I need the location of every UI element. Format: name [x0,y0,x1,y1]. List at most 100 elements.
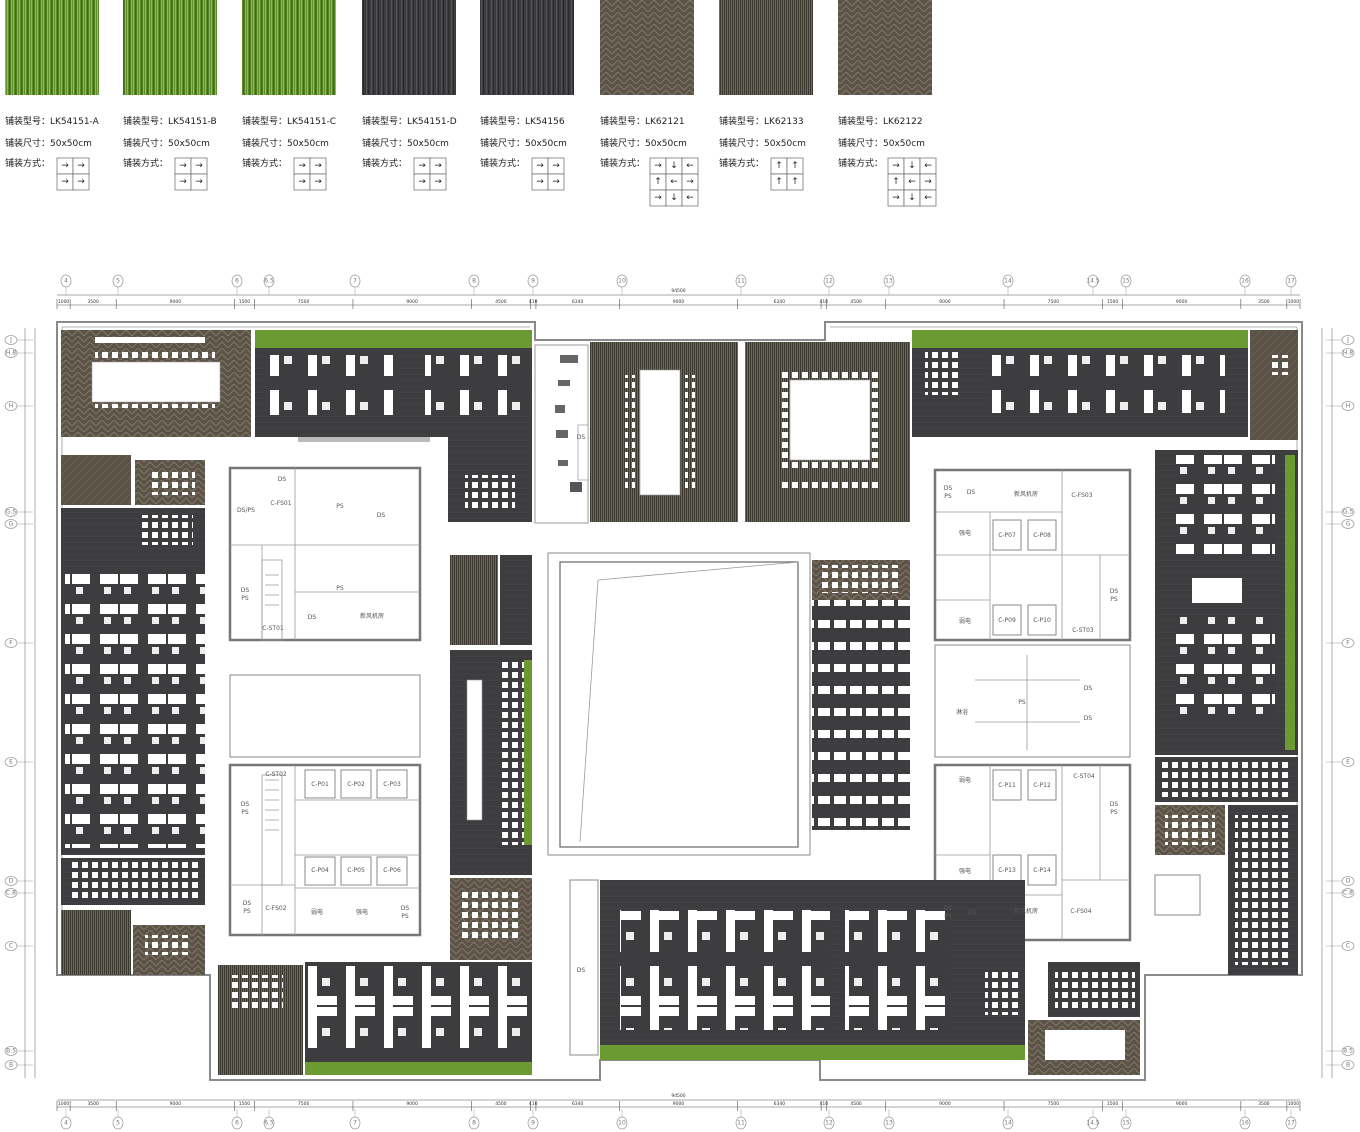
laying-direction-arrow: → [536,161,544,171]
room-label: PS [1110,596,1118,603]
grid-axis-label: B [1346,1062,1350,1069]
dimension-segment: 9000 [170,1101,182,1107]
swatch-model: 铺装型号：LK54156 [480,115,565,127]
room-label: C-ST03 [1072,627,1094,634]
grid-axis-label: D [9,878,14,885]
grid-axis-label: H [9,403,14,410]
grid-axis-label: C [9,943,13,950]
room-label: C-P03 [383,781,401,788]
carpet-swatch-legend: 铺装型号：LK54151-A铺装尺寸：50x50cm铺装方式：→→→→铺装型号：… [5,0,937,207]
swatch-size: 铺装尺寸：50x50cm [600,137,687,149]
room-label: DS [401,905,410,912]
grid-axis-label: 17 [1287,1120,1295,1127]
laying-direction-arrow: → [552,177,560,187]
grid-axis-bubble [349,274,361,288]
dimension-segment: 7500 [298,1101,310,1107]
laying-direction-arrow: ↑ [775,177,783,187]
grid-axis-bubble [1002,274,1014,288]
grid-axis-bubble [527,1116,539,1130]
grid-axis-label: 5 [116,1120,120,1127]
grid-axis-label: 17 [1287,278,1295,285]
grid-axis-bubble [1002,1116,1014,1130]
dimension-segment: 3500 [87,1101,99,1107]
core-west-south [228,763,422,937]
laying-direction-arrow: → [686,177,694,187]
laying-direction-arrow: → [314,177,322,187]
grid-axis-label: 12 [825,1120,833,1127]
grid-axis-label: H.8 [1343,350,1353,357]
grid-axis-label: G.5 [6,509,17,516]
laying-direction-arrow: → [195,177,203,187]
dimension-segment: 6340 [774,1101,786,1107]
conference-table [91,361,221,403]
swatch-method: 铺装方式： [600,157,645,169]
grid-axis-label: 14 [1004,278,1012,285]
grid-axis-label: 6.5 [264,278,274,285]
room-label: C-P09 [998,617,1016,624]
grid-axis-bubble [823,1116,835,1130]
grid-axis-label: 7 [353,278,357,285]
grid-axis-bubble [4,348,18,358]
grid-axis-label: E [1346,759,1350,766]
grid-axis-label: 6 [235,1120,239,1127]
room-label: C-P11 [998,782,1016,789]
dimension-segment: 1500 [1107,1101,1119,1107]
laying-direction-arrow: → [61,177,69,187]
grid-axis-bubble [1341,335,1355,345]
dimension-segment: 1500 [1107,299,1119,305]
carpet-sample-image [362,0,456,95]
grid-axis-label: G [9,521,14,528]
grid-axis-bubble [4,519,18,529]
laying-direction-arrow: → [195,161,203,171]
grid-axis-label: C.8 [6,890,16,897]
laying-grid-cell [309,173,327,191]
grid-axis-bubble [231,1116,243,1130]
laying-direction-arrow: ↓ [670,161,678,171]
dimension-segment: 9000 [939,1101,951,1107]
total-dimension: 94500 [671,288,685,294]
grid-axis-label: 9 [531,1120,535,1127]
dimension-segment: 410 [529,1101,538,1107]
room-label: DS [308,614,317,621]
grid-axis-bubble [468,274,480,288]
room-label: 淋浴 [956,708,968,716]
room-label: DS [944,905,953,912]
laying-direction-arrow: ↑ [654,177,662,187]
laying-direction-arrow: ↓ [908,161,916,171]
grid-axis-bubble [4,876,18,886]
room-label: DS [968,909,977,916]
grid-axis-bubble [1341,888,1355,898]
grid-axis-label: B.5 [1343,1048,1353,1055]
grid-axis-label: J [9,337,12,344]
grid-axis-label: H.8 [6,350,16,357]
grid-axis-label: J [1346,337,1349,344]
room-label: C-FS04 [1070,908,1091,915]
carpet-sample-image [123,0,217,95]
room-label: C-P10 [1033,617,1051,624]
exterior-wall [56,321,1303,1081]
dimension-segment: 3500 [1258,1101,1270,1107]
grid-axis-label: C [1346,943,1350,950]
dimension-segment: 3500 [87,299,99,305]
swatch-model: 铺装型号：LK54151-B [123,115,217,127]
grid-axis-bubble [468,1116,480,1130]
grid-axis-bubble [1341,876,1355,886]
grid-axis-label: 9 [531,278,535,285]
dimension-segment: 410 [529,299,538,305]
grid-axis-bubble [1341,401,1355,411]
dimension-segment: 6340 [774,299,786,305]
dimension-segment: 4500 [495,299,507,305]
grid-axis-label: 8 [472,1120,476,1127]
room-label: C-P06 [383,867,401,874]
grid-axis-bubble [112,1116,124,1130]
grid-axis-bubble [1087,1116,1099,1130]
room-label: DS [241,801,250,808]
grid-axis-bubble [1239,274,1251,288]
room-label: DS [1084,685,1093,692]
